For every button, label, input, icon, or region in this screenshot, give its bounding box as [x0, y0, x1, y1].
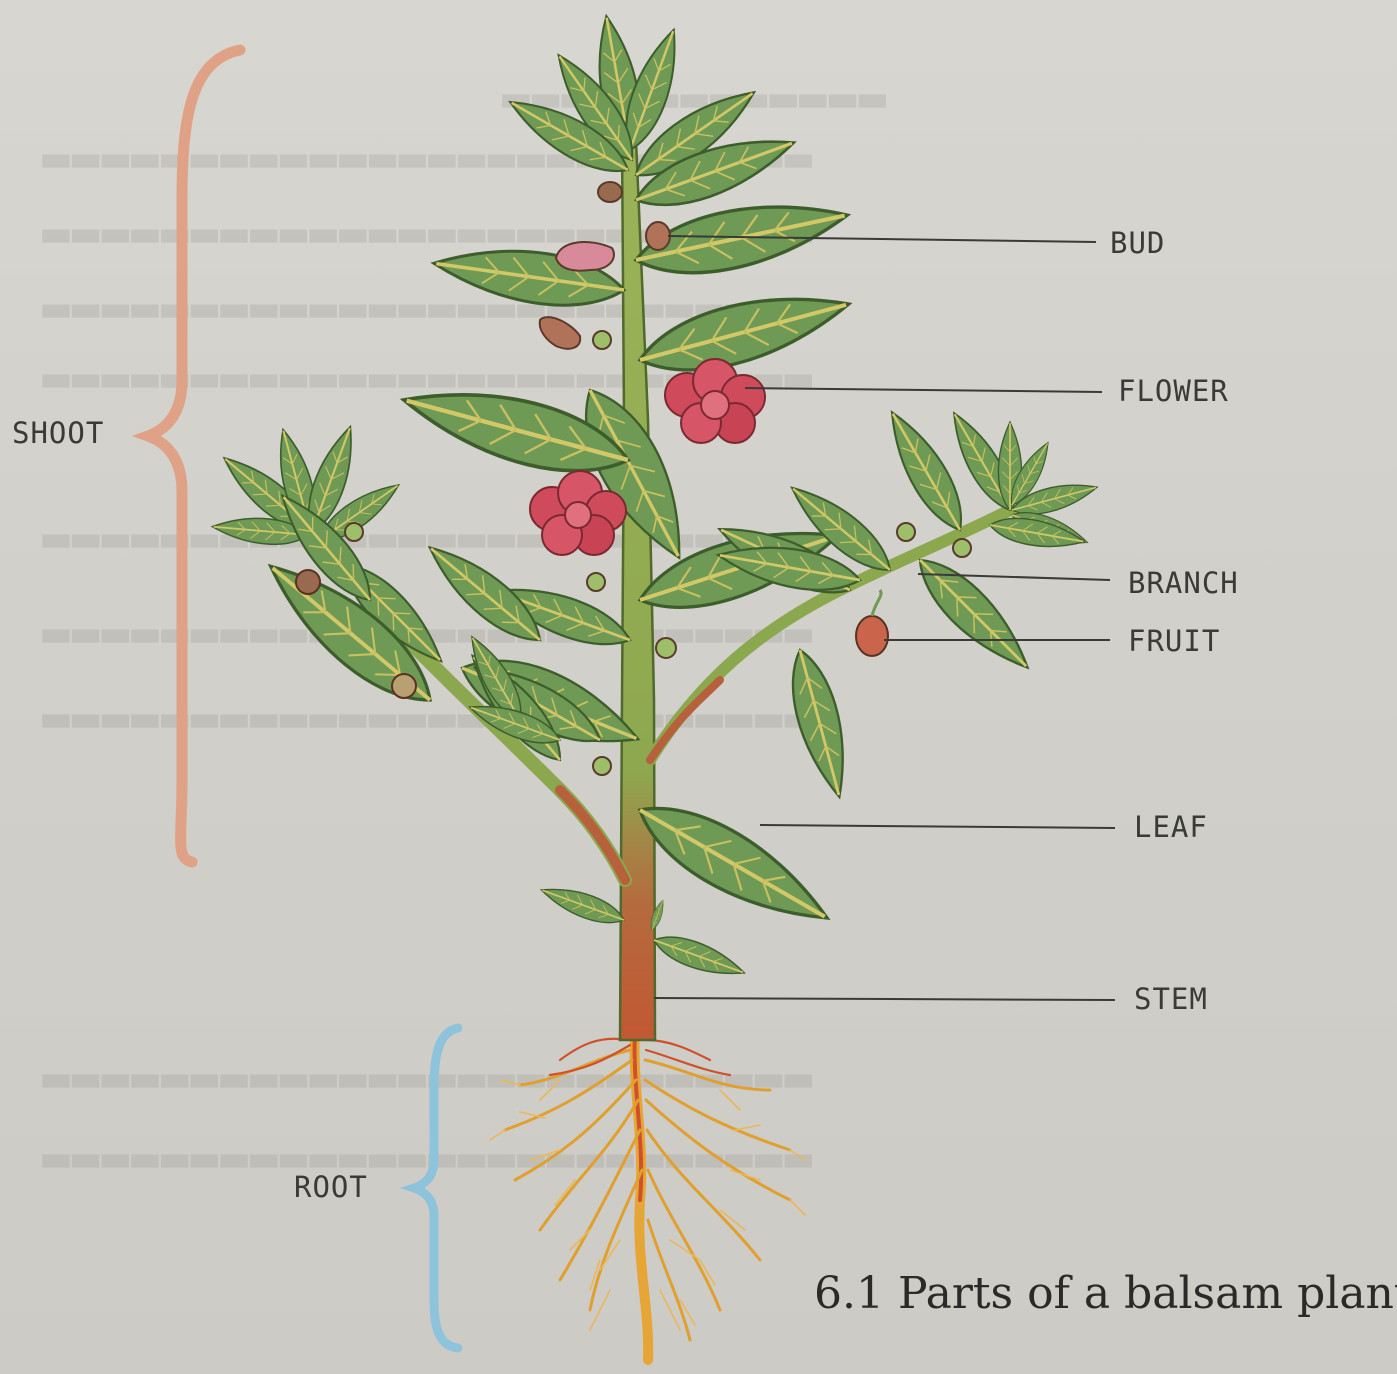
shoot-brace	[148, 50, 240, 862]
leaf-cluster-right	[711, 403, 1100, 802]
bud-label: BUD	[1110, 226, 1165, 260]
leaf-cluster-left	[211, 422, 564, 752]
stem-label: STEM	[1134, 982, 1208, 1016]
stem-leader-line	[654, 998, 1115, 1000]
root-label: ROOT	[294, 1170, 368, 1204]
shoot-label: SHOOT	[12, 416, 104, 450]
leaf-label: LEAF	[1134, 810, 1208, 844]
leaf-leader-line	[760, 825, 1115, 828]
root-system	[490, 1030, 805, 1360]
figure-caption: 6.1 Parts of a balsam plant	[814, 1268, 1397, 1319]
root-brace	[414, 1028, 458, 1348]
flower-label: FLOWER	[1118, 374, 1229, 408]
flower-leader-line	[745, 388, 1102, 392]
branch-label: BRANCH	[1128, 566, 1239, 600]
fruit-label: FRUIT	[1128, 624, 1220, 658]
